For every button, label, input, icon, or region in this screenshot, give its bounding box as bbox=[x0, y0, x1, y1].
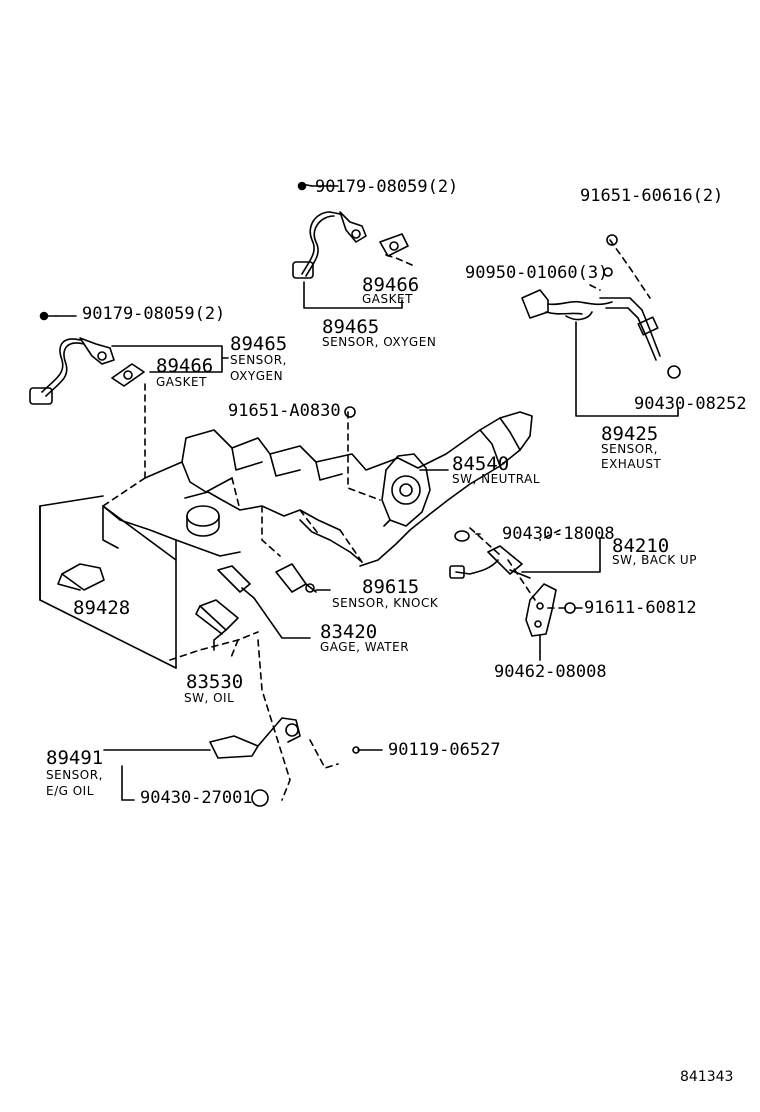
label-gasket-exhaust: 90950-01060(3) bbox=[465, 263, 609, 283]
label-gasket-18008: 90430-18008 bbox=[502, 524, 615, 544]
label-bracket-08008: 90462-08008 bbox=[494, 662, 607, 682]
neutral-switch bbox=[344, 406, 449, 527]
gasket-top bbox=[379, 233, 409, 257]
part-name-89466-top: GASKET bbox=[362, 292, 413, 306]
part-name-89615: SENSOR, KNOCK bbox=[332, 596, 439, 610]
gasket-left bbox=[111, 363, 145, 387]
part-number-84210: 84210 bbox=[612, 535, 670, 557]
part-name-89466-left: GASKET bbox=[156, 375, 207, 389]
part-number-83530: 83530 bbox=[186, 671, 244, 693]
oxygen-sensor-left bbox=[29, 311, 115, 405]
bracket-89491-label bbox=[121, 765, 135, 801]
label-bolt-left: 90179-08059(2) bbox=[82, 304, 226, 324]
label-bolt-60812: 91611-60812 bbox=[584, 598, 697, 618]
part-number-89466-left: 89466 bbox=[156, 355, 214, 377]
leader-89465-left bbox=[111, 345, 223, 373]
part-name-89465-top: SENSOR, OXYGEN bbox=[322, 335, 437, 349]
label-clamp-06527: 90119-06527 bbox=[388, 740, 501, 760]
part-number-89491: 89491 bbox=[46, 747, 104, 769]
part-number-89615: 89615 bbox=[362, 576, 420, 598]
part-name-84210: SW, BACK UP bbox=[612, 553, 697, 567]
label-nut-a0830: 91651-A0830 bbox=[228, 401, 341, 421]
part-number-83420: 83420 bbox=[320, 621, 378, 643]
label-gasket-08252: 90430-08252 bbox=[634, 394, 747, 414]
part-number-89465-top: 89465 bbox=[322, 316, 380, 338]
bracket bbox=[525, 583, 576, 653]
oxygen-sensor-top bbox=[292, 181, 367, 279]
engine-block-outline bbox=[102, 411, 533, 567]
part-name-84540: SW, NEUTRAL bbox=[452, 472, 541, 486]
exhaust-sensor bbox=[521, 234, 681, 379]
backup-switch bbox=[449, 530, 601, 579]
knock-sensor bbox=[275, 563, 331, 593]
part-number-89466-top: 89466 bbox=[362, 274, 420, 296]
part-number-84540: 84540 bbox=[452, 453, 510, 475]
label-gasket-27001: 90430-27001 bbox=[140, 788, 253, 808]
part-number-89465-left: 89465 bbox=[230, 333, 288, 355]
part-name-83420: GAGE, WATER bbox=[320, 640, 410, 654]
part-name-89425-1: SENSOR, bbox=[601, 442, 658, 456]
part-number-89428: 89428 bbox=[73, 597, 131, 619]
diagram-reference-number: 841343 bbox=[680, 1069, 734, 1085]
part-name-89465-left-1: SENSOR, bbox=[230, 353, 287, 367]
part-name-89491-1: SENSOR, bbox=[46, 768, 103, 782]
temp-sensor-89428 bbox=[57, 563, 105, 591]
water-gage bbox=[217, 565, 311, 639]
sensor-89428-box bbox=[39, 495, 177, 669]
oil-switch bbox=[195, 599, 239, 651]
label-bolt-top: 90179-08059(2) bbox=[315, 177, 459, 197]
part-name-83530: SW, OIL bbox=[184, 691, 235, 705]
part-name-89491-2: E/G OIL bbox=[46, 784, 94, 798]
leader-89425 bbox=[575, 321, 679, 417]
part-name-89465-left-2: OXYGEN bbox=[230, 369, 284, 383]
eg-oil-sensor bbox=[209, 717, 383, 807]
label-nut-exhaust: 91651-60616(2) bbox=[580, 186, 724, 206]
part-name-89425-2: EXHAUST bbox=[601, 457, 662, 471]
part-number-89425: 89425 bbox=[601, 423, 659, 445]
leader-89465-top bbox=[303, 281, 403, 309]
